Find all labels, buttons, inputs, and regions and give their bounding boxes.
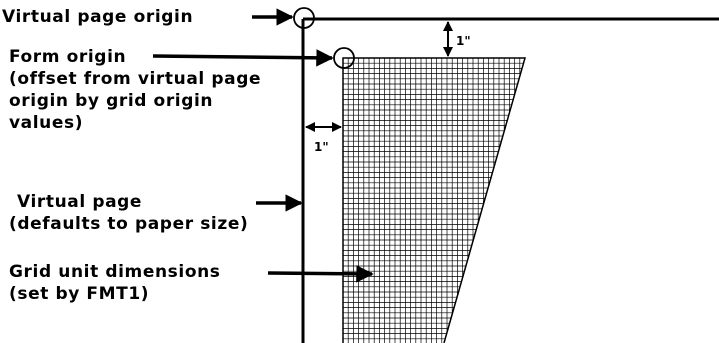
grid-unit-label: Grid unit dimensions xyxy=(9,262,221,282)
virtual-page-origin-circle xyxy=(293,7,315,29)
virtual-page-origin-label: Virtual page origin xyxy=(2,7,193,27)
form-origin-label: Form origin xyxy=(9,47,126,67)
form-origin-note-line-2: origin by grid origin xyxy=(9,91,213,111)
grid-unit-pointer xyxy=(267,265,374,283)
virtual-page-note: (defaults to paper size) xyxy=(9,214,248,234)
virtual-page-label: Virtual page xyxy=(17,192,142,212)
grid-outline xyxy=(342,57,526,343)
form-origin-circle xyxy=(333,47,355,69)
top-offset-label: 1" xyxy=(456,34,471,48)
form-origin-pointer xyxy=(152,49,334,67)
left-offset-label: 1" xyxy=(314,140,329,154)
grid-area xyxy=(343,58,525,343)
form-origin-note-line-3: values) xyxy=(9,113,83,133)
grid-unit-note: (set by FMT1) xyxy=(9,284,149,304)
form-origin-note-line-1: (offset from virtual page xyxy=(9,69,261,89)
grid-lines xyxy=(343,58,525,343)
